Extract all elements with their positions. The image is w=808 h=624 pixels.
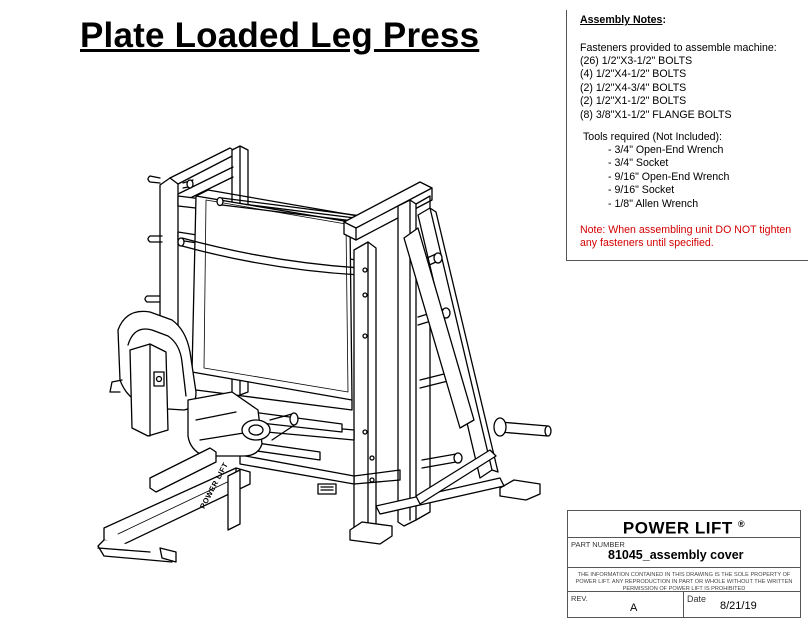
tool-item: - 3/4" Open-End Wrench — [608, 144, 724, 156]
tools-list: - 3/4" Open-End Wrench - 3/4" Socket - 9… — [608, 144, 729, 211]
tool-item: - 9/16" Open-End Wrench — [608, 170, 730, 183]
part-number-value: 81045_assembly cover — [608, 548, 744, 562]
date-cell: Date 8/21/19 — [684, 592, 800, 618]
fastener-item: (2) 1/2"X4-3/4" BOLTS — [580, 81, 687, 94]
assembly-notes-heading: Assembly Notes: — [580, 14, 666, 27]
revision-value: A — [630, 602, 638, 614]
assembly-notes-panel: Assembly Notes: Fasteners provided to as… — [566, 10, 808, 261]
title-block-brand: POWER LIFT ® — [568, 511, 800, 538]
brand-name: POWER LIFT — [622, 518, 733, 538]
registered-mark: ® — [737, 519, 746, 529]
tool-item: - 3/4" Socket — [608, 157, 669, 170]
front-base — [97, 447, 251, 563]
legal-notice: THE INFORMATION CONTAINED IN THIS DRAWIN… — [568, 568, 800, 592]
revision-label: REV. — [571, 594, 588, 603]
assembly-notes-heading-text: Assembly Notes — [580, 14, 663, 26]
part-number-label: PART NUMBER — [571, 540, 625, 549]
tool-item: - 9/16" Socket — [608, 184, 675, 197]
assembly-notes-heading-suffix: : — [662, 14, 666, 26]
drawing-title: Plate Loaded Leg Press — [80, 16, 480, 55]
fastener-item: (8) 3/8"X1-1/2" FLANGE BOLTS — [580, 108, 732, 121]
sled-carriage — [177, 189, 363, 411]
tools-heading: Tools required (Not Included): — [583, 131, 722, 143]
revision-cell: REV. A — [568, 592, 684, 618]
fastener-item: (26) 1/2"X3-1/2" BOLTS — [580, 55, 693, 67]
date-label: Date — [687, 594, 707, 604]
fasteners-list: (26) 1/2"X3-1/2" BOLTS (4) 1/2"X4-1/2" B… — [580, 55, 732, 122]
seat-assembly — [109, 310, 299, 457]
title-block: POWER LIFT ® PART NUMBER 81045_assembly … — [567, 510, 801, 618]
assembly-warning-note: Note: When assembling unit DO NOT tighte… — [580, 224, 792, 250]
fastener-item: (4) 1/2"X4-1/2" BOLTS — [580, 68, 687, 81]
tool-item: - 1/8" Allen Wrench — [608, 197, 699, 210]
fasteners-heading: Fasteners provided to assemble machine: — [580, 42, 777, 54]
front-frame — [186, 179, 552, 545]
date-value: 8/21/19 — [720, 600, 757, 612]
fastener-item: (2) 1/2"X1-1/2" BOLTS — [580, 95, 687, 108]
part-number-cell: PART NUMBER 81045_assembly cover — [568, 538, 800, 568]
